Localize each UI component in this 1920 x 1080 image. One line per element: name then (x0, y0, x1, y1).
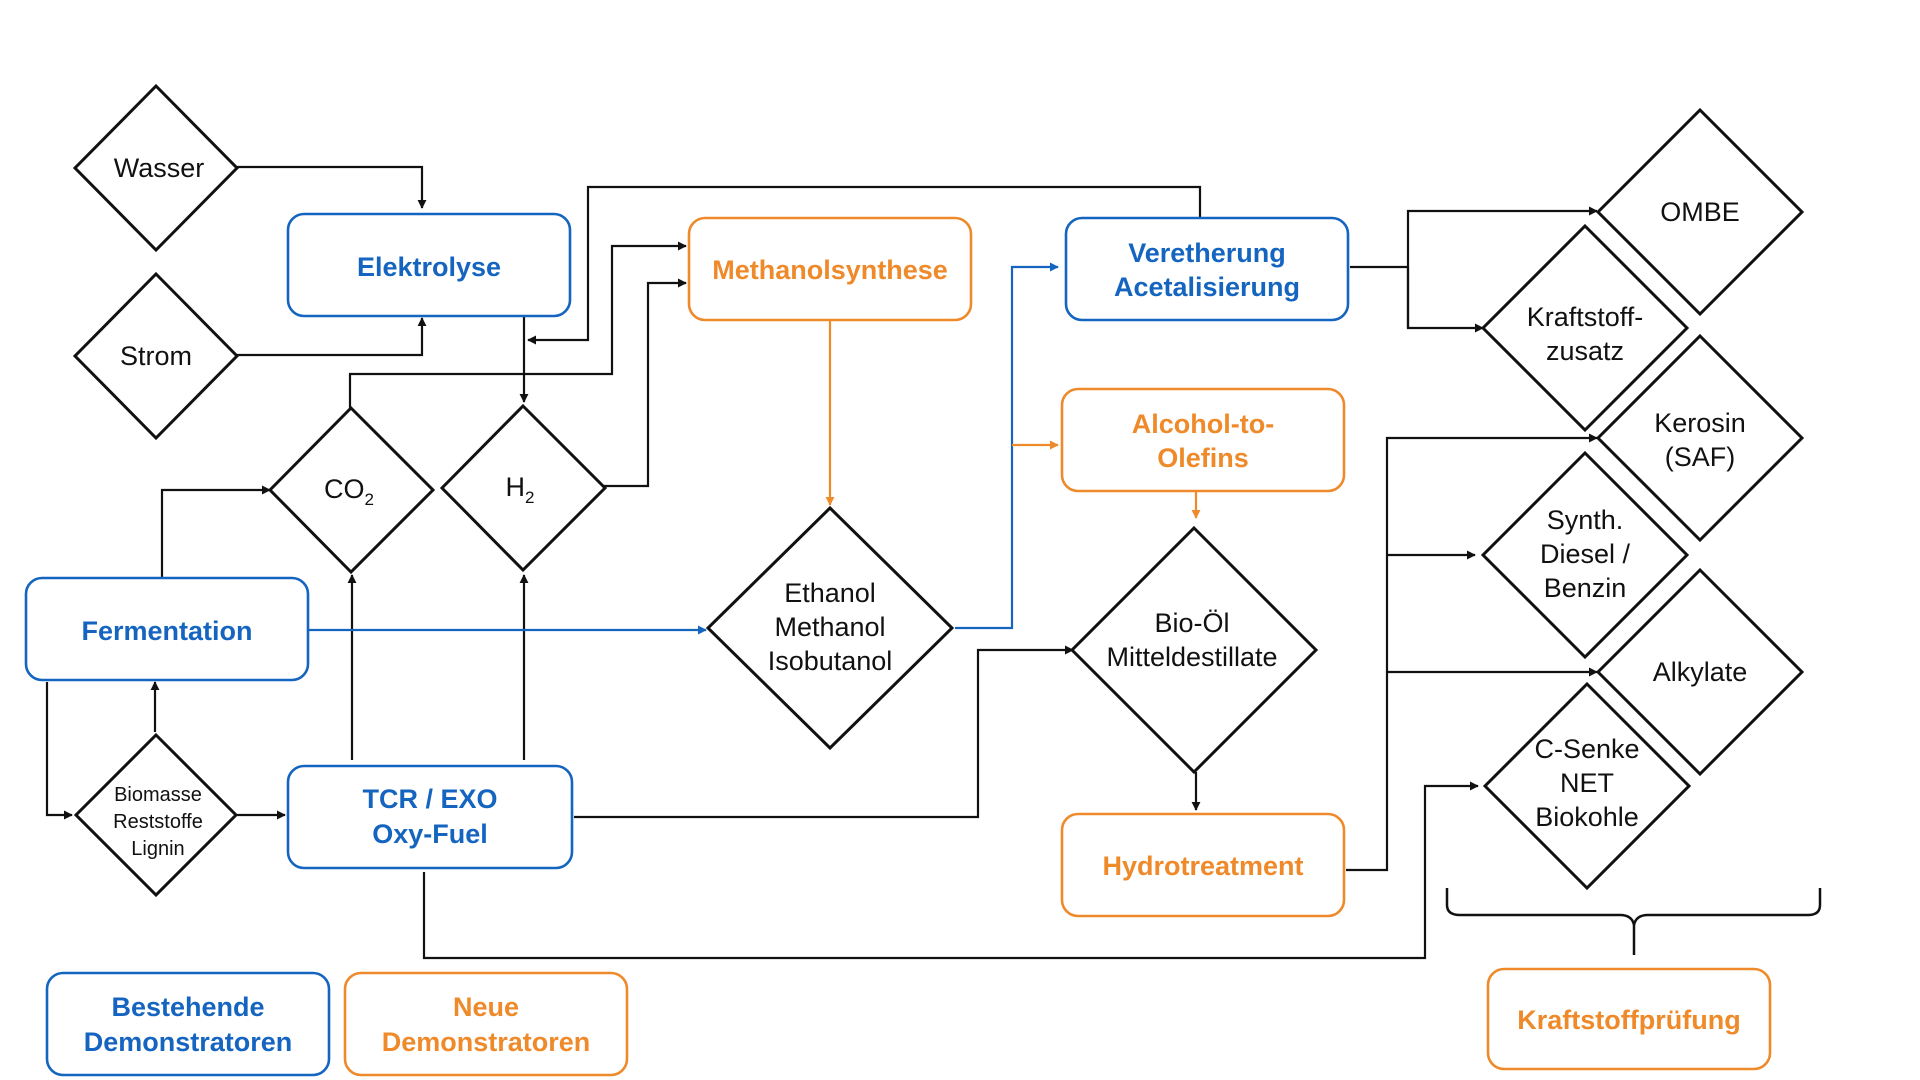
diamond-ombe-label: OMBE (1660, 197, 1740, 227)
edge-to-kraftstoffzusatz (1406, 267, 1484, 333)
diamond-csenke: C-Senke NET Biokohle (1482, 681, 1692, 891)
box-alcohol-to-olefins: Alcohol-to- Olefins (1060, 387, 1346, 493)
diamond-wasser-label: Wasser (114, 153, 205, 183)
diamond-kerosin: Kerosin (SAF) (1595, 333, 1805, 543)
diamond-biooel-line-1: Bio-Öl (1154, 608, 1229, 638)
legend-existing-line-1: Bestehende (111, 992, 264, 1022)
box-alcohol-line-1: Alcohol-to- (1132, 409, 1274, 439)
diamond-biooel: Bio-Öl Mitteldestillate (1069, 525, 1319, 775)
diamond-csenke-line-1: C-Senke (1534, 734, 1639, 764)
diamond-synth-line-1: Synth. (1547, 505, 1624, 535)
diamond-synth: Synth. Diesel / Benzin (1480, 450, 1690, 660)
diamond-ombe: OMBE (1595, 107, 1805, 317)
diamond-nodes: Wasser Strom CO2 H2 Biomasse Reststoffe … (72, 83, 1805, 898)
legend-new: Neue Demonstratoren (343, 971, 629, 1077)
edge-strom-elektrolyse (236, 317, 427, 357)
diamond-strom: Strom (72, 271, 240, 441)
edge-tcr-csenke (422, 781, 1479, 960)
diamond-co2: CO2 (267, 405, 436, 575)
edge-veretherung-return (527, 185, 1202, 345)
box-elektrolyse: Elektrolyse (286, 212, 572, 318)
diamond-biomasse-line-1: Biomasse (114, 784, 202, 806)
box-fermentation-label: Fermentation (81, 616, 252, 646)
box-fermentation: Fermentation (24, 576, 310, 682)
diamond-kraftstoffzusatz: Kraftstoff- zusatz (1480, 223, 1690, 433)
legend: Bestehende Demonstratoren Neue Demonstra… (45, 971, 629, 1077)
diamond-ethanol-line-1: Ethanol (784, 578, 876, 608)
edge-co2-methanol (348, 241, 687, 408)
diamond-ethanol-line-3: Isobutanol (768, 646, 893, 676)
diamond-ethanol-line-2: Methanol (774, 612, 885, 642)
connectors (45, 165, 1822, 960)
diamond-ethanol: Ethanol Methanol Isobutanol (705, 505, 955, 751)
edge-fermentation-co2 (160, 485, 271, 577)
box-kraftstoffpruefung-label: Kraftstoffprüfung (1517, 1005, 1740, 1035)
diamond-kerosin-line-1: Kerosin (1654, 408, 1746, 438)
legend-new-line-1: Neue (453, 992, 519, 1022)
legend-existing: Bestehende Demonstratoren (45, 971, 331, 1077)
box-hydrotreatment: Hydrotreatment (1060, 812, 1346, 918)
process-boxes: Elektrolyse Fermentation TCR / EXO Oxy-F… (24, 212, 1772, 1071)
box-veretherung: Veretherung Acetalisierung (1064, 216, 1350, 322)
box-elektrolyse-label: Elektrolyse (357, 252, 501, 282)
diamond-h2-label: H2 (506, 472, 535, 507)
brace-kraftstoffpruefung (1445, 888, 1822, 955)
diamond-biooel-line-2: Mitteldestillate (1106, 642, 1277, 672)
box-veretherung-line-2: Acetalisierung (1114, 272, 1300, 302)
edge-wasser-elektrolyse (236, 165, 427, 209)
diamond-kraftstoffzusatz-line-2: zusatz (1546, 336, 1624, 366)
box-alcohol-line-2: Olefins (1157, 443, 1249, 473)
edge-h2-methanol (604, 278, 687, 488)
diamond-kerosin-line-2: (SAF) (1665, 442, 1736, 472)
diamond-biomasse-line-3: Lignin (131, 838, 184, 860)
edge-ethanol-veretherung (955, 262, 1059, 630)
box-methanolsynthese: Methanolsynthese (687, 216, 973, 322)
diamond-csenke-line-3: Biokohle (1535, 802, 1639, 832)
diamond-strom-label: Strom (120, 341, 192, 371)
box-tcr-line-2: Oxy-Fuel (372, 819, 488, 849)
box-hydrotreatment-label: Hydrotreatment (1102, 851, 1303, 881)
box-tcr: TCR / EXO Oxy-Fuel (286, 764, 574, 870)
edge-hydro-bus (1346, 433, 1598, 872)
edge-fermentation-biomasse (45, 682, 73, 820)
diamond-synth-line-3: Benzin (1544, 573, 1627, 603)
diamond-kraftstoffzusatz-line-1: Kraftstoff- (1527, 302, 1644, 332)
edge-tcr-biooel (574, 645, 1074, 819)
diamond-alkylate: Alkylate (1595, 567, 1805, 777)
box-veretherung-line-1: Veretherung (1128, 238, 1286, 268)
diamond-alkylate-label: Alkylate (1653, 657, 1748, 687)
box-methanolsynthese-label: Methanolsynthese (712, 255, 948, 285)
diamond-csenke-line-2: NET (1560, 768, 1614, 798)
legend-existing-line-2: Demonstratoren (84, 1027, 293, 1057)
diamond-co2-label: CO2 (324, 474, 374, 509)
diamond-synth-line-2: Diesel / (1540, 539, 1631, 569)
diamond-wasser: Wasser (72, 83, 240, 253)
diamond-biomasse-line-2: Reststoffe (113, 811, 203, 833)
box-kraftstoffpruefung: Kraftstoffprüfung (1486, 967, 1772, 1071)
diamond-biomasse: Biomasse Reststoffe Lignin (73, 732, 239, 898)
box-tcr-line-1: TCR / EXO (362, 784, 497, 814)
legend-new-line-2: Demonstratoren (382, 1027, 591, 1057)
diamond-h2: H2 (439, 403, 608, 573)
